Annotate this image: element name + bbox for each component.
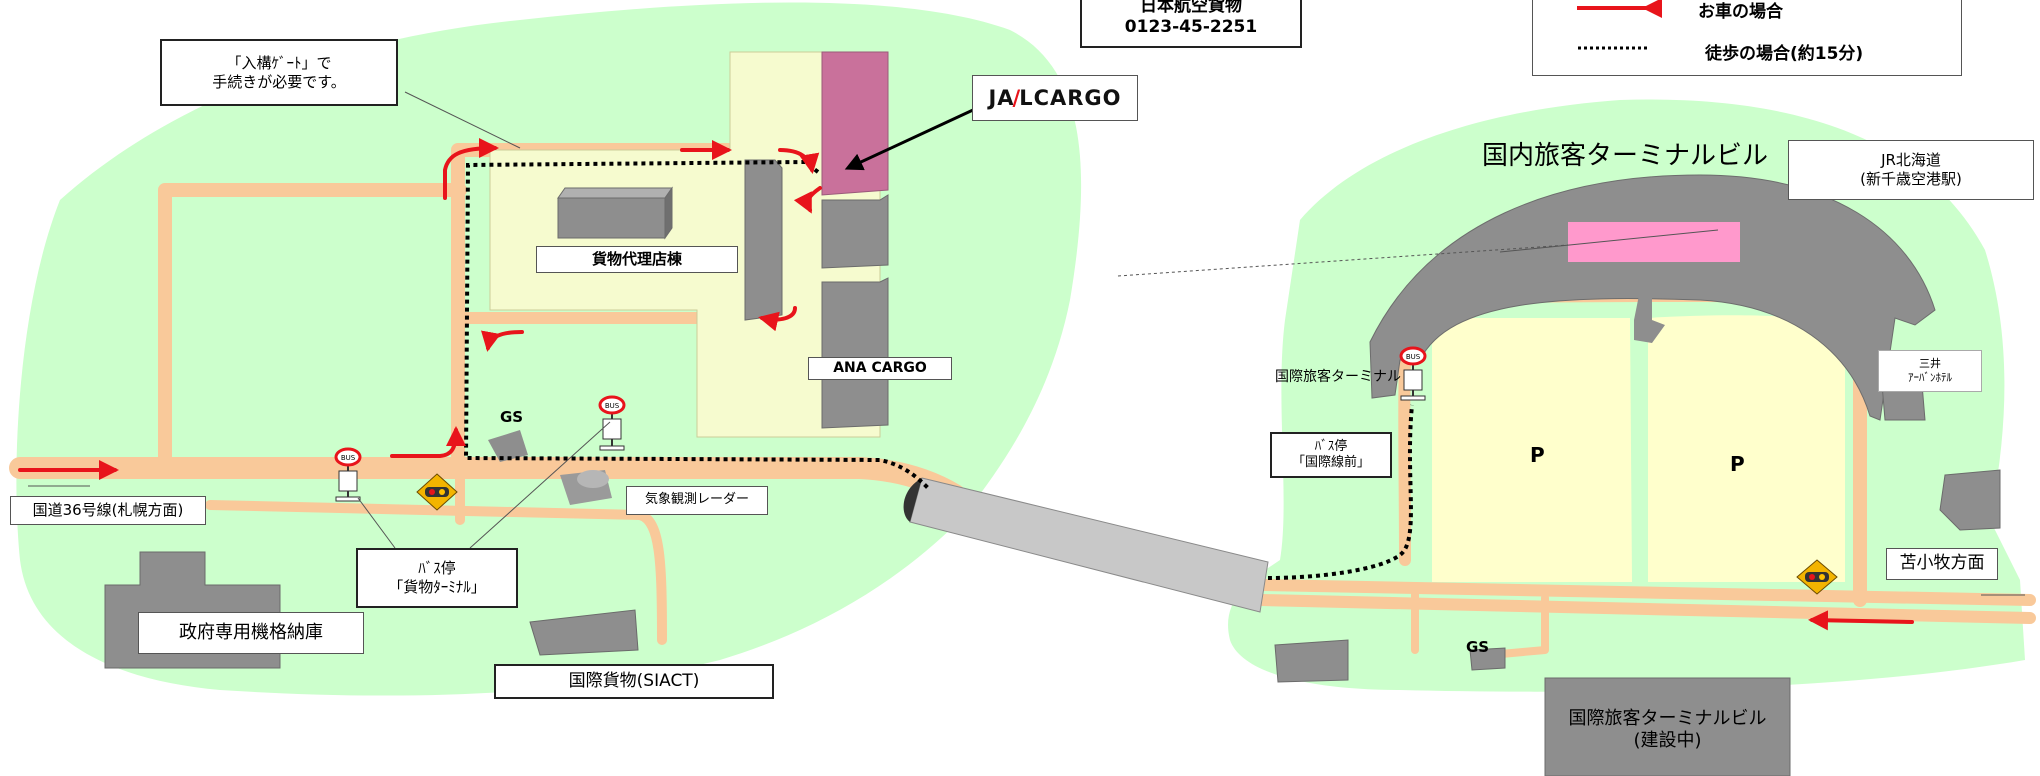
gs-right-label: GS: [1466, 638, 1490, 656]
bus-stop-cargo-line1: ﾊﾞｽ停: [418, 559, 456, 578]
tomakomai-label: 苫小牧方面: [1886, 548, 1998, 580]
callout-lines: [28, 91, 2025, 596]
gs-left-building: [488, 430, 528, 462]
route36-label: 国道36号線(札幌方面): [10, 496, 206, 525]
bus-stop-cargo-terminal: BUS: [334, 447, 362, 502]
gs-left-label: GS: [500, 408, 524, 426]
jr-line2: (新千歳空港駅): [1860, 170, 1962, 188]
jal-cargo-logo: JA/LCARGO: [972, 75, 1138, 121]
car-route: [18, 138, 1914, 631]
walking-route-intl: [1267, 404, 1414, 580]
domestic-terminal-label: 国内旅客ターミナルビル: [1482, 141, 1769, 171]
bus-sign-text: BUS: [1406, 353, 1421, 361]
mitsui-line1: 三井: [1919, 357, 1941, 371]
gate-note-line2: 手続きが必要です。: [212, 72, 346, 91]
jal-logo-suffix: LCARGO: [1019, 85, 1122, 110]
intl-terminal-line2: (建設中): [1633, 730, 1702, 751]
company-phone: 0123-45-2251: [1124, 17, 1258, 37]
jal-logo-slash: /: [1012, 85, 1022, 110]
parking-lot-right: [1648, 315, 1845, 582]
jal-cargo-building: [821, 51, 889, 196]
gate-note: 「入構ｹﾞｰﾄ」で 手続きが必要です。: [160, 39, 398, 106]
traffic-signal-left: [416, 473, 458, 511]
domestic-terminal-building: [1369, 174, 1936, 421]
cargo-agent-building-label: 貨物代理店棟: [536, 246, 738, 273]
intl-terminal-under-construction: 国際旅客ターミナルビル (建設中): [1545, 695, 1790, 765]
parking-lot-left: [1432, 318, 1632, 582]
traffic-signal-right: [1796, 559, 1838, 595]
gate-note-line1: 「入構ｹﾞｰﾄ」で: [226, 53, 332, 72]
bus-stop-cargo-label: ﾊﾞｽ停 「貨物ﾀｰﾐﾅﾙ」: [356, 548, 518, 608]
legend-walk-label: 徒歩の場合(約15分): [1705, 44, 1864, 64]
bus-stop-cargo-line2: 「貨物ﾀｰﾐﾅﾙ」: [388, 578, 486, 596]
mitsui-line2: ｱｰﾊﾞﾝﾎﾃﾙ: [1908, 371, 1952, 384]
jr-station: [1568, 222, 1740, 262]
bus-stop-intl-line1: ﾊﾞｽ停: [1314, 438, 1348, 454]
parking-label-2: P: [1730, 452, 1745, 476]
parking-label-1: P: [1530, 443, 1545, 467]
jr-line1: JR北海道: [1881, 151, 1941, 170]
road-tunnel: [909, 477, 1269, 613]
jr-station-label: JR北海道 (新千歳空港駅): [1788, 140, 2034, 200]
ana-cargo-label: ANA CARGO: [808, 357, 952, 380]
gov-hangar-label: 政府専用機格納庫: [138, 612, 364, 654]
legend-car-label: お車の場合: [1698, 2, 1783, 22]
intl-cargo-label: 国際貨物(SIACT): [494, 664, 774, 699]
intl-terminal-stop-label: 国際旅客ターミナル: [1275, 369, 1401, 385]
tunnel-entrance: [903, 478, 922, 522]
bus-stop-weather: BUS: [598, 395, 626, 451]
radar-dome: [577, 470, 609, 488]
weather-radar-label: 気象観測レーダー: [626, 486, 768, 515]
legend-box: [1532, 0, 1962, 76]
bus-stop-international: BUS: [1399, 346, 1427, 401]
bus-sign-text: BUS: [341, 454, 356, 462]
bus-stop-intl-line2: 「国際線前」: [1291, 455, 1370, 470]
jal-pointer-arrow: [844, 108, 974, 171]
walking-route: [463, 159, 930, 490]
company-contact-box: 日本航空貨物 0123-45-2251: [1080, 0, 1302, 48]
intl-terminal-line1: 国際旅客ターミナルビル: [1568, 707, 1767, 729]
mitsui-hotel-label: 三井 ｱｰﾊﾞﾝﾎﾃﾙ: [1878, 350, 1982, 392]
bus-sign-text: BUS: [605, 402, 620, 410]
company-name: 日本航空貨物: [1140, 0, 1242, 16]
terminal-connector: [1634, 290, 1665, 343]
bus-stop-intl-label: ﾊﾞｽ停 「国際線前」: [1270, 432, 1392, 478]
jal-logo-prefix: JA: [988, 85, 1015, 110]
